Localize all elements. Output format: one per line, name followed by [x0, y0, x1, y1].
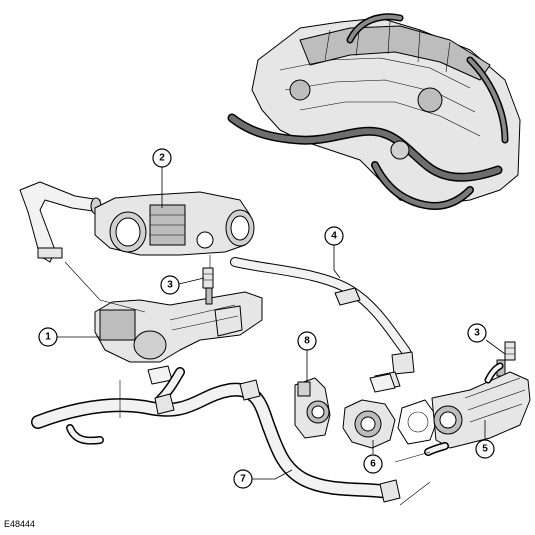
egr-valve-left: [294, 377, 331, 439]
svg-text:4: 4: [331, 231, 337, 242]
coolant-hose: [31, 367, 401, 503]
gasket: [397, 399, 439, 445]
callout-3-left: 3: [160, 275, 180, 295]
svg-text:3: 3: [474, 328, 480, 339]
leader-lines: [57, 167, 506, 506]
callout-7: 8: [297, 331, 317, 351]
callout-5: 5: [475, 439, 495, 459]
egr-cooler: [424, 362, 531, 456]
svg-text:1: 1: [45, 332, 51, 343]
callout-6: 6: [363, 454, 383, 474]
egr-valve-right: [342, 373, 396, 449]
svg-text:5: 5: [482, 444, 488, 455]
svg-text:6: 6: [370, 459, 376, 470]
svg-text:7: 7: [240, 474, 246, 485]
engine-overview-illustration: [227, 13, 521, 210]
svg-text:2: 2: [159, 153, 165, 164]
throttle-body: [94, 191, 255, 256]
svg-text:8: 8: [304, 336, 310, 347]
callout-4: 4: [324, 226, 344, 246]
temperature-sensor-right: [496, 341, 516, 377]
callout-1: 1: [38, 327, 58, 347]
callout-2: 2: [152, 148, 172, 168]
coolant-tube: [230, 257, 415, 391]
callout-3-right: 3: [467, 323, 487, 343]
svg-text:3: 3: [167, 280, 173, 291]
callout-8: 7: [233, 469, 253, 489]
figure-id: E48444: [4, 519, 36, 529]
intake-pipe-assembly: [19, 181, 102, 263]
